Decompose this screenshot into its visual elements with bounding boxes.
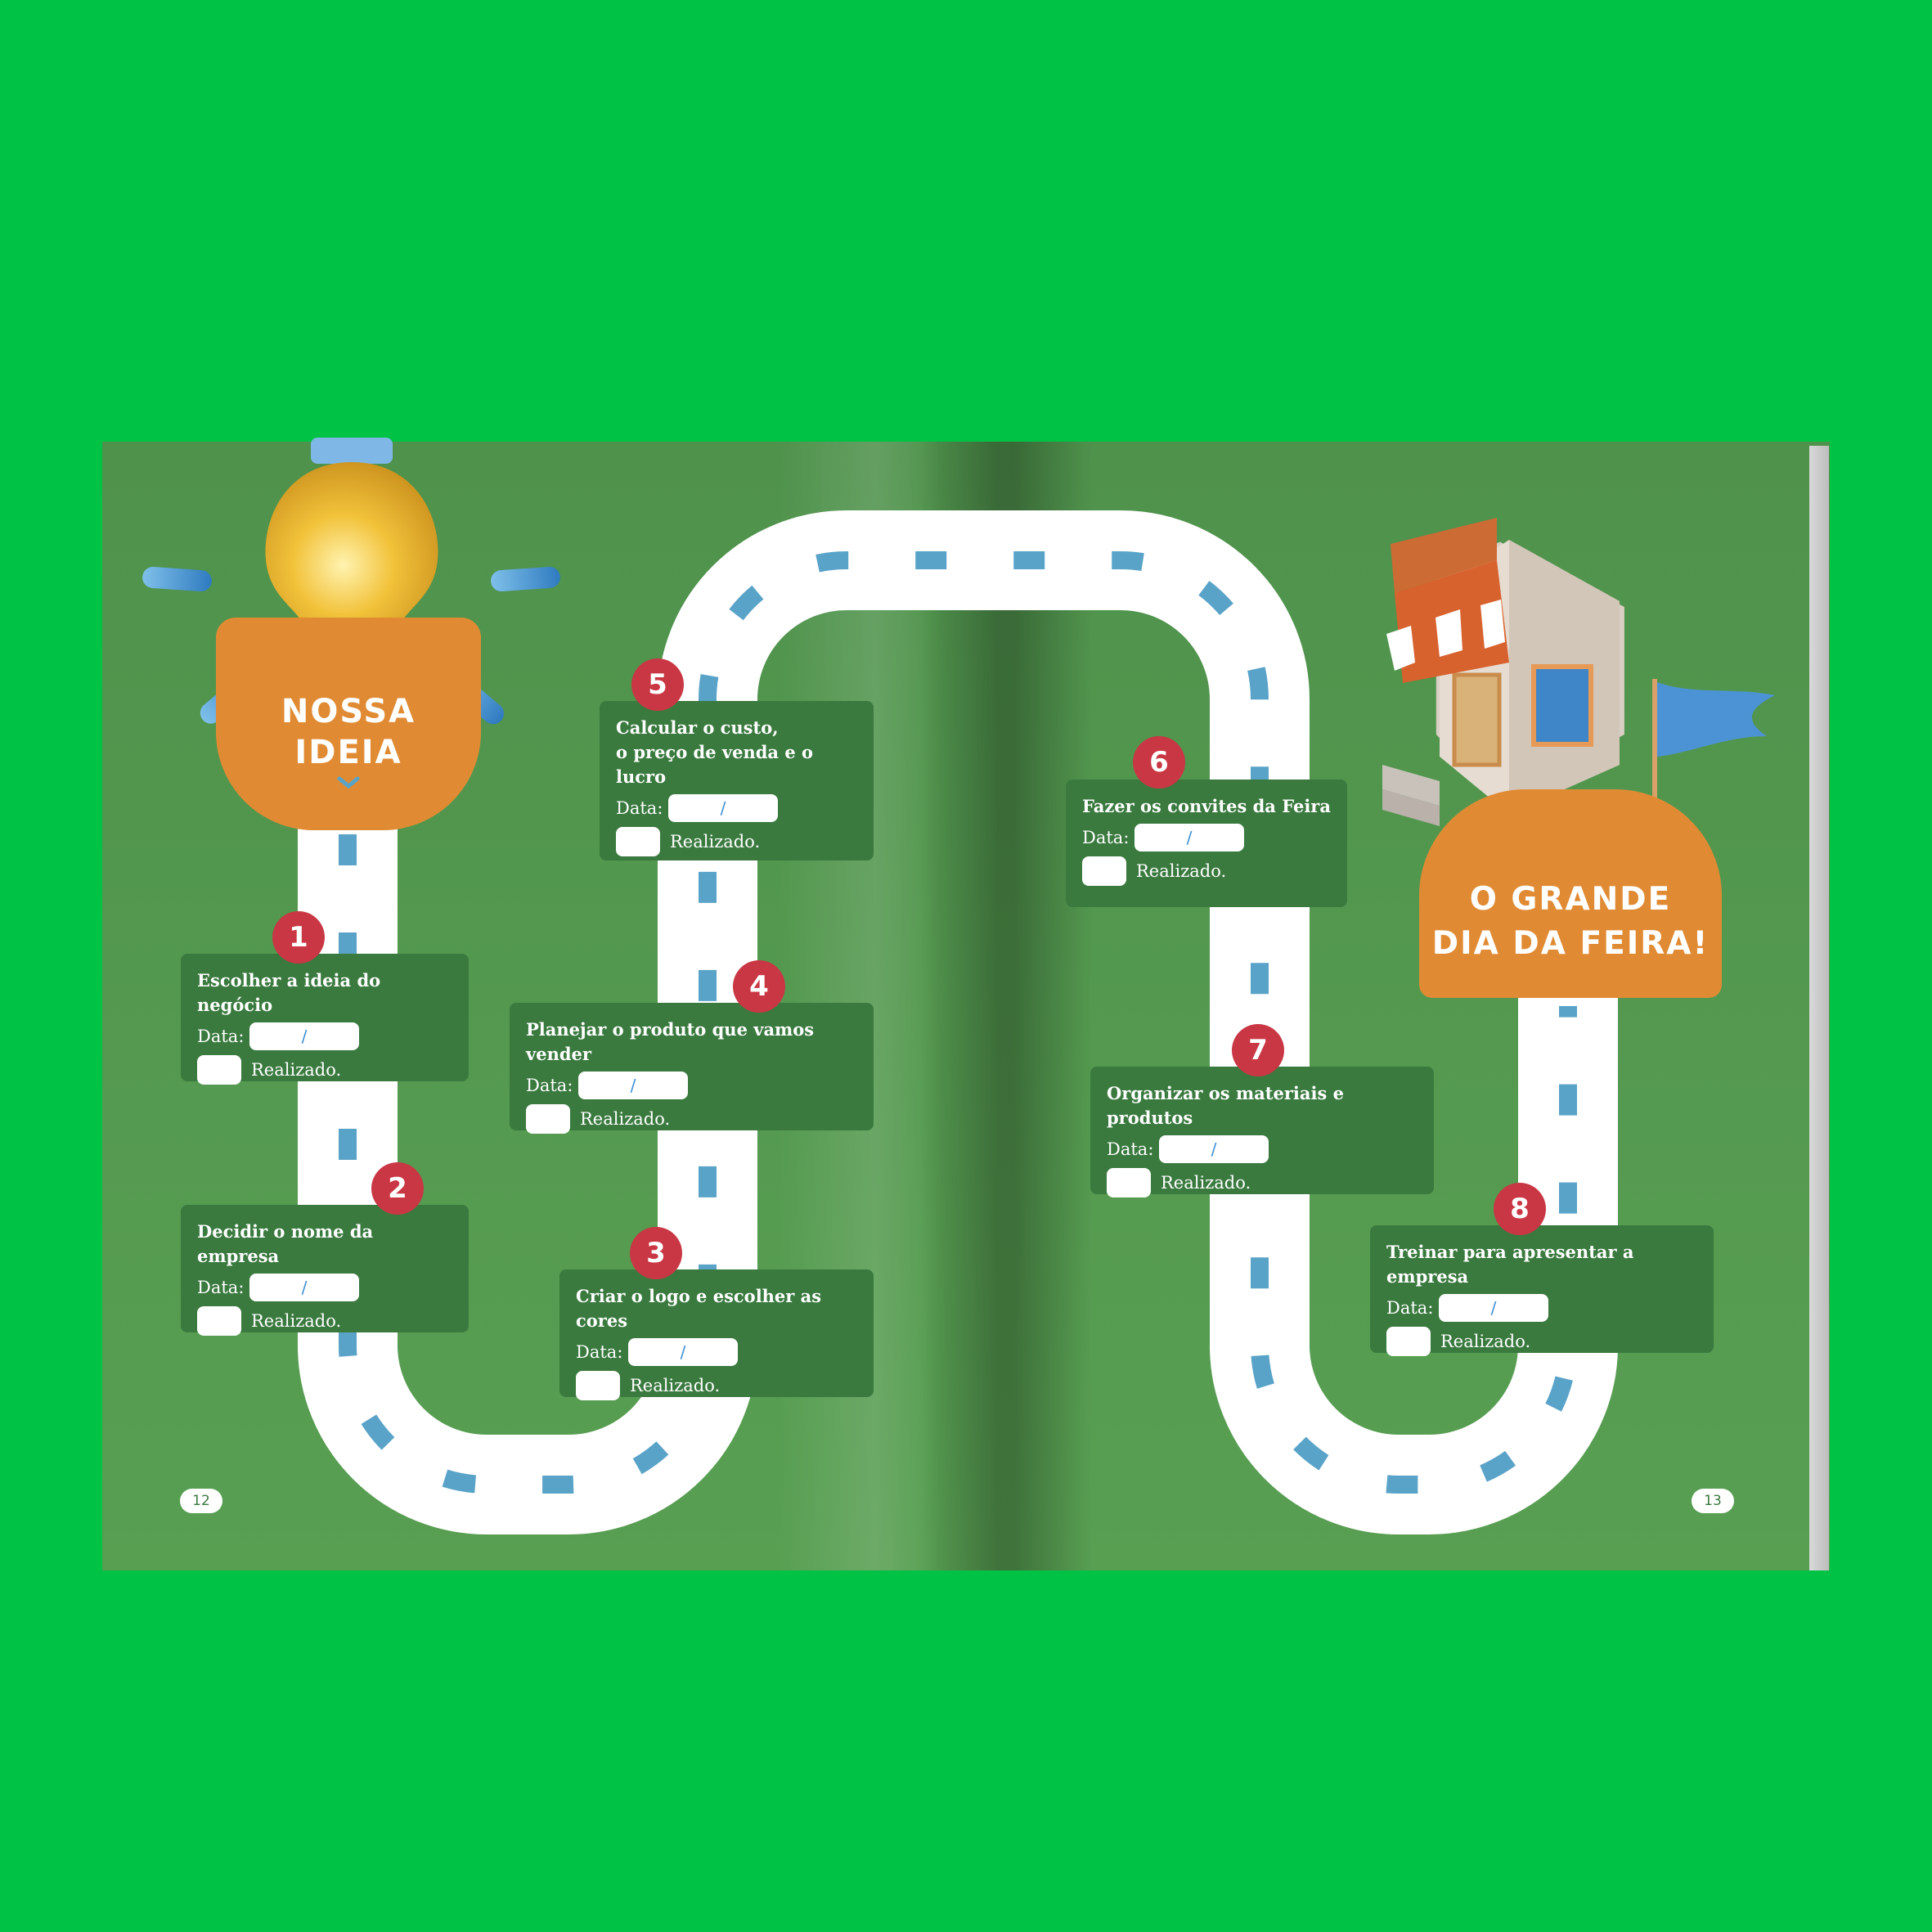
end-label: O GRANDE DIA DA FEIRA! [1419, 789, 1722, 998]
step-title: Escolher a ideia do negócio [197, 970, 381, 1015]
date-label: Data: [526, 1076, 573, 1095]
step-card-3: Criar o logo e escolher as cores Data:/ … [559, 1269, 874, 1400]
step-card-2: Decidir o nome da empresa Data:/ Realiza… [181, 1205, 469, 1336]
step-title: Criar o logo e escolher as cores [576, 1286, 822, 1331]
done-checkbox[interactable] [197, 1055, 241, 1085]
page-number-left: 12 [180, 1489, 222, 1513]
step-badge-5: 5 [631, 658, 684, 711]
done-label: Realizado. [670, 832, 761, 851]
date-input[interactable]: / [1134, 824, 1244, 851]
step-badge-6: 6 [1133, 736, 1185, 789]
step-card-6: Fazer os convites da Feira Data:/ Realiz… [1066, 780, 1347, 907]
done-checkbox[interactable] [526, 1104, 570, 1134]
step-badge-2: 2 [371, 1162, 424, 1215]
step-card-8: Treinar para apresentar a empresa Data:/… [1370, 1225, 1714, 1356]
date-label: Data: [1107, 1139, 1154, 1159]
gutter-shadow [920, 442, 1092, 1570]
step-title-line-2: o preço de venda e o lucro [616, 742, 813, 787]
done-checkbox[interactable] [1107, 1168, 1151, 1197]
date-label: Data: [616, 798, 663, 818]
date-input[interactable]: / [578, 1072, 688, 1099]
step-badge-1: 1 [272, 911, 325, 964]
step-card-7: Organizar os materiais e produtos Data:/… [1090, 1067, 1434, 1197]
step-card-5: Calcular o custo, o preço de venda e o l… [600, 701, 874, 860]
date-label: Data: [576, 1342, 623, 1362]
done-label: Realizado. [1440, 1332, 1531, 1351]
pennant-flag-icon [1652, 679, 1775, 838]
step-badge-4: 4 [733, 960, 785, 1013]
step-title: Fazer os convites da Feira [1082, 796, 1331, 816]
date-label: Data: [1386, 1298, 1434, 1318]
step-card-4: Planejar o produto que vamos vender Data… [510, 1003, 874, 1134]
date-label: Data: [197, 1027, 245, 1046]
step-title: Organizar os materiais e produtos [1107, 1083, 1344, 1128]
date-input[interactable]: / [249, 1274, 359, 1301]
done-checkbox[interactable] [1082, 856, 1126, 886]
start-label: NOSSA IDEIA [216, 618, 481, 830]
step-title: Decidir o nome da empresa [197, 1221, 374, 1266]
step-card-1: Escolher a ideia do negócio Data:/ Reali… [181, 954, 469, 1085]
done-label: Realizado. [251, 1311, 342, 1331]
done-label: Realizado. [1161, 1173, 1251, 1193]
shop-building-icon [1382, 518, 1624, 826]
date-input[interactable]: / [628, 1338, 738, 1366]
step-title: Calcular o custo, [616, 717, 779, 738]
done-label: Realizado. [630, 1376, 721, 1395]
date-input[interactable]: / [249, 1022, 359, 1050]
step-badge-7: 7 [1232, 1024, 1284, 1076]
step-title: Treinar para apresentar a empresa [1386, 1242, 1634, 1287]
date-input[interactable]: / [668, 794, 778, 822]
date-input[interactable]: / [1159, 1135, 1269, 1163]
date-label: Data: [1082, 828, 1130, 847]
done-checkbox[interactable] [616, 827, 660, 856]
step-badge-8: 8 [1494, 1183, 1546, 1235]
step-badge-3: 3 [630, 1227, 682, 1279]
done-label: Realizado. [1136, 861, 1227, 881]
done-label: Realizado. [251, 1060, 342, 1080]
page-edge [1809, 446, 1829, 1570]
date-label: Data: [197, 1278, 245, 1297]
date-input[interactable]: / [1439, 1294, 1548, 1322]
done-label: Realizado. [580, 1109, 671, 1129]
done-checkbox[interactable] [1386, 1327, 1431, 1356]
done-checkbox[interactable] [576, 1371, 620, 1400]
page-number-right: 13 [1692, 1489, 1734, 1513]
step-title: Planejar o produto que vamos vender [526, 1019, 815, 1064]
chevron-down-icon [337, 776, 360, 789]
done-checkbox[interactable] [197, 1306, 241, 1336]
